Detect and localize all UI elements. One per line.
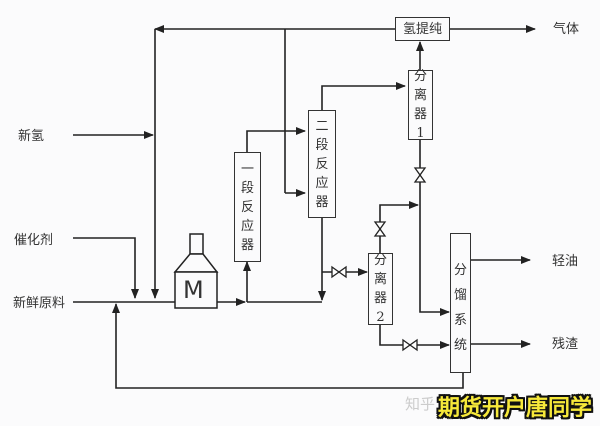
catalyst-label: 催化剂 bbox=[14, 233, 54, 248]
reactor-2-char: 应 bbox=[315, 175, 329, 191]
gas-label: 气体 bbox=[553, 22, 580, 37]
fractionation-system[interactable]: 分 馏 系 统 bbox=[450, 233, 471, 373]
valve-icon[interactable] bbox=[331, 265, 347, 279]
reactor-1-char: 应 bbox=[240, 218, 254, 234]
separator-1-char: 分 bbox=[413, 69, 427, 84]
residue-label: 残渣 bbox=[552, 337, 579, 352]
fractionation-char: 分 bbox=[453, 263, 467, 278]
separator-1-char: 离 bbox=[413, 88, 427, 103]
reactor-2-char: 二 bbox=[315, 118, 329, 134]
separator-1-char: 器 bbox=[413, 107, 427, 122]
h2-purification-label: 氢提纯 bbox=[402, 21, 442, 37]
light-oil-label: 轻油 bbox=[552, 254, 579, 269]
reactor-1[interactable]: 一 段 反 应 器 bbox=[234, 152, 261, 262]
h2-purification-unit[interactable]: 氢提纯 bbox=[395, 17, 450, 41]
separator-2[interactable]: 分 离 器 2 bbox=[368, 253, 393, 325]
sep2-top-line bbox=[379, 201, 419, 253]
reactor-1-char: 段 bbox=[240, 180, 254, 196]
reactor-2-char: 反 bbox=[315, 156, 329, 172]
separator-1-char: 1 bbox=[416, 126, 425, 141]
separator-1[interactable]: 分 离 器 1 bbox=[408, 69, 433, 141]
feed-label: 新鲜原料 bbox=[13, 296, 66, 311]
fractionation-char: 系 bbox=[453, 313, 467, 328]
reactor-1-char: 一 bbox=[240, 161, 254, 177]
valve-icon[interactable] bbox=[402, 338, 418, 352]
watermark-source: 知乎 bbox=[405, 395, 436, 413]
separator-2-char: 2 bbox=[376, 310, 385, 325]
furnace-symbol: M bbox=[183, 276, 204, 304]
valve-icon[interactable] bbox=[413, 167, 427, 183]
separator-2-char: 离 bbox=[373, 272, 387, 287]
sep2-to-frac-line bbox=[379, 325, 450, 349]
r2-to-sep1-line bbox=[321, 82, 406, 110]
separator-2-char: 器 bbox=[373, 291, 387, 306]
furnace-icon bbox=[173, 233, 219, 309]
new-hydrogen-label: 新氢 bbox=[18, 129, 45, 144]
reactor-1-char: 器 bbox=[240, 237, 254, 253]
catalyst-line bbox=[73, 237, 139, 299]
residue-recycle-line bbox=[112, 303, 464, 389]
r1-to-r2-line bbox=[246, 127, 306, 152]
reactor-1-char: 反 bbox=[240, 199, 254, 215]
sep1-to-frac-line bbox=[419, 140, 450, 316]
reactor-2-char: 段 bbox=[315, 137, 329, 153]
fractionation-char: 统 bbox=[453, 338, 467, 353]
fractionation-char: 馏 bbox=[453, 288, 467, 303]
valve-icon[interactable] bbox=[373, 221, 387, 237]
separator-2-char: 分 bbox=[373, 253, 387, 268]
reactor-2-char: 器 bbox=[315, 194, 329, 210]
watermark-text: 期货开户唐同学 bbox=[437, 396, 592, 421]
reactor-2[interactable]: 二 段 反 应 器 bbox=[308, 110, 336, 218]
